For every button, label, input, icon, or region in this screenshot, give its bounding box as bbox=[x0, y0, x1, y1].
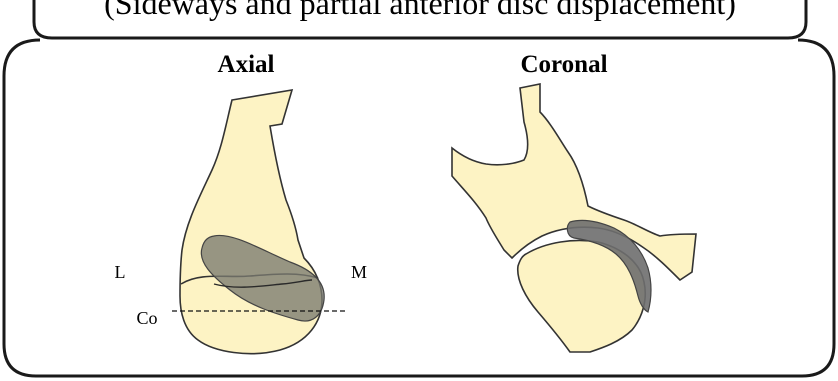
header-caption: (Sideways and partial anterior disc disp… bbox=[104, 0, 736, 21]
coronal-joint-illustration bbox=[452, 84, 696, 352]
main-frame bbox=[4, 40, 834, 376]
coronal-title: Coronal bbox=[520, 51, 607, 78]
axial-condyle-illustration bbox=[180, 90, 324, 354]
medial-label: M bbox=[351, 262, 367, 282]
axial-title: Axial bbox=[218, 51, 275, 78]
lateral-label: L bbox=[115, 262, 126, 282]
header-caption-box: (Sideways and partial anterior disc disp… bbox=[34, 0, 806, 38]
condylar-line-label: Co bbox=[136, 308, 157, 328]
